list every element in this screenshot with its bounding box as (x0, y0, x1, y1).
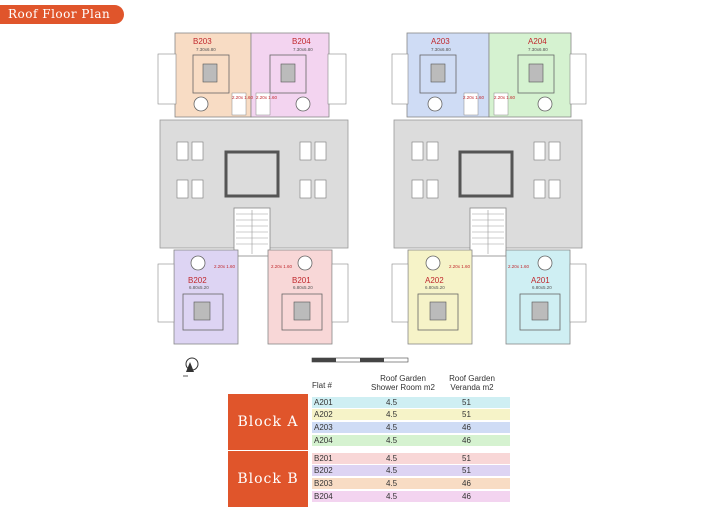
shower-area-cell: 4.5 (386, 398, 398, 407)
unit-label-a204: A204 (528, 37, 547, 46)
flat-cell: A202 (314, 410, 333, 419)
table-header-shower-line1: Roof Garden (380, 374, 426, 383)
shower-label: 2.20x 1.60 (449, 264, 471, 269)
unit-dims-a204: 7.30x6.80 (528, 47, 548, 52)
flat-cell: B201 (314, 454, 333, 463)
veranda-area-cell: 51 (462, 466, 471, 475)
shower-label: 2.20x 1.60 (214, 264, 236, 269)
table-row: A203 4.5 46 (312, 422, 510, 433)
unit-dims-b204: 7.30x6.80 (293, 47, 313, 52)
unit-dims-a202: 6.80x5.20 (425, 285, 445, 290)
table-row: B201 4.5 51 (312, 453, 510, 464)
table-header-veranda: Roof Garden Veranda m2 (440, 374, 504, 392)
table-header-shower-line2: Shower Room m2 (370, 383, 436, 392)
shower-area-cell: 4.5 (386, 466, 398, 475)
page-title: Roof Floor Plan (0, 5, 124, 24)
veranda-area-cell: 46 (462, 479, 471, 488)
shower-area-cell: 4.5 (386, 454, 398, 463)
block-a-label: Block A (228, 394, 308, 450)
shower-area-cell: 4.5 (386, 436, 398, 445)
table-row: B203 4.5 46 (312, 478, 510, 489)
veranda-area-cell: 51 (462, 398, 471, 407)
table-header-flat: Flat # (312, 381, 333, 390)
shower-label: 2.20x 1.60 (256, 95, 278, 100)
flat-cell: A201 (314, 398, 333, 407)
table-row: B202 4.5 51 (312, 465, 510, 476)
veranda-area-cell: 46 (462, 492, 471, 501)
veranda-area-cell: 51 (462, 454, 471, 463)
flat-cell: B203 (314, 479, 333, 488)
block-a-lift (458, 150, 514, 198)
north-arrow-icon (183, 357, 199, 377)
flat-cell: A204 (314, 436, 333, 445)
table-row: A202 4.5 51 (312, 409, 510, 420)
block-b-lift (224, 150, 280, 198)
unit-label-a202: A202 (425, 276, 444, 285)
unit-a202-area (407, 249, 473, 345)
unit-label-b202: B202 (188, 276, 207, 285)
unit-dims-b203: 7.30x6.80 (196, 47, 216, 52)
unit-label-b203: B203 (193, 37, 212, 46)
shower-area-cell: 4.5 (386, 492, 398, 501)
flat-cell: B202 (314, 466, 333, 475)
veranda-area-cell: 46 (462, 423, 471, 432)
scale-bar (311, 357, 409, 363)
flat-cell: B204 (314, 492, 333, 501)
shower-label: 2.20x 1.60 (508, 264, 530, 269)
unit-a201-area (505, 249, 571, 345)
table-header-veranda-line2: Veranda m2 (450, 383, 494, 392)
shower-label: 2.20x 1.60 (271, 264, 293, 269)
block-b-plan (157, 32, 349, 345)
unit-dims-b202: 6.80x5.20 (189, 285, 209, 290)
table-row: A204 4.5 46 (312, 435, 510, 446)
block-b-label: Block B (228, 451, 308, 507)
floor-plan: B203 7.30x6.80 B204 7.30x6.80 A203 7.30x… (157, 32, 587, 377)
unit-dims-a203: 7.30x6.80 (431, 47, 451, 52)
table-row: A201 4.5 51 (312, 397, 510, 408)
shower-area-cell: 4.5 (386, 479, 398, 488)
shower-label: 2.20x 1.60 (232, 95, 254, 100)
unit-dims-b201: 6.80x5.20 (293, 285, 313, 290)
unit-label-a201: A201 (531, 276, 550, 285)
unit-label-b204: B204 (292, 37, 311, 46)
unit-dims-a201: 6.80x5.20 (532, 285, 552, 290)
veranda-area-cell: 46 (462, 436, 471, 445)
shower-area-cell: 4.5 (386, 423, 398, 432)
shower-area-cell: 4.5 (386, 410, 398, 419)
veranda-area-cell: 51 (462, 410, 471, 419)
flat-cell: A203 (314, 423, 333, 432)
unit-label-b201: B201 (292, 276, 311, 285)
block-a-plan (391, 32, 587, 345)
shower-label: 2.20x 1.60 (494, 95, 516, 100)
table-row: B204 4.5 46 (312, 491, 510, 502)
table-header-shower: Roof Garden Shower Room m2 (368, 374, 438, 392)
unit-label-a203: A203 (431, 37, 450, 46)
table-header-veranda-line1: Roof Garden (449, 374, 495, 383)
shower-label: 2.20x 1.60 (463, 95, 485, 100)
